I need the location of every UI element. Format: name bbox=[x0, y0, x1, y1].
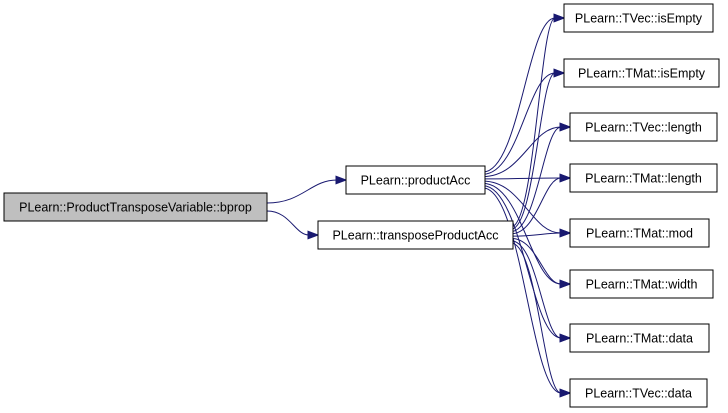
edge-bprop-to-productAcc bbox=[266, 175, 348, 204]
edge-productAcc-to-tmat_isEmpty bbox=[482, 68, 566, 175]
node-productAcc[interactable]: PLearn::productAcc bbox=[345, 165, 486, 195]
node-tmat-isEmpty[interactable]: PLearn::TMat::isEmpty bbox=[563, 58, 720, 88]
edge-transposeProductAcc-to-tmat_width bbox=[510, 237, 572, 289]
node-tmat-data[interactable]: PLearn::TMat::data bbox=[569, 323, 710, 353]
node-tvec-data[interactable]: PLearn::TVec::data bbox=[569, 378, 708, 408]
edge-transposeProductAcc-to-tmat_length bbox=[510, 173, 572, 235]
edge-bprop-to-transposeProductAcc bbox=[266, 210, 320, 240]
edge-productAcc-to-tvec_length bbox=[482, 122, 572, 178]
node-tvec-length[interactable]: PLearn::TVec::length bbox=[569, 112, 718, 142]
node-tmat-width[interactable]: PLearn::TMat::width bbox=[569, 269, 714, 299]
node-tmat-length[interactable]: PLearn::TMat::length bbox=[569, 163, 718, 193]
edge-productAcc-to-tvec_data bbox=[482, 187, 572, 398]
node-transposeProductAcc[interactable]: PLearn::transposeProductAcc bbox=[317, 220, 514, 250]
edge-transposeProductAcc-to-tvec_data bbox=[510, 242, 572, 398]
node-tmat-mod[interactable]: PLearn::TMat::mod bbox=[569, 218, 710, 248]
node-tvec-isEmpty[interactable]: PLearn::TVec::isEmpty bbox=[563, 3, 714, 33]
node-bprop[interactable]: PLearn::ProductTransposeVariable::bprop bbox=[3, 192, 268, 222]
node-label-tmat-isEmpty: PLearn::TMat::isEmpty bbox=[578, 67, 706, 81]
node-label-productAcc: PLearn::productAcc bbox=[361, 174, 471, 188]
node-label-transposeProductAcc: PLearn::transposeProductAcc bbox=[332, 229, 498, 243]
node-label-tmat-width: PLearn::TMat::width bbox=[586, 278, 698, 292]
edge-transposeProductAcc-to-tmat_data bbox=[510, 240, 572, 343]
node-label-bprop: PLearn::ProductTransposeVariable::bprop bbox=[19, 201, 252, 215]
edge-transposeProductAcc-to-tmat_mod bbox=[510, 228, 572, 238]
node-label-tvec-length: PLearn::TVec::length bbox=[585, 121, 702, 135]
node-label-tvec-data: PLearn::TVec::data bbox=[585, 387, 692, 401]
node-label-tmat-mod: PLearn::TMat::mod bbox=[586, 227, 693, 241]
edge-productAcc-to-tmat_length bbox=[482, 173, 572, 183]
edge-transposeProductAcc-to-tmat_isEmpty bbox=[510, 68, 566, 230]
edge-transposeProductAcc-to-tvec_isEmpty bbox=[510, 13, 566, 228]
node-label-tmat-length: PLearn::TMat::length bbox=[585, 172, 702, 186]
edges-layer bbox=[266, 13, 572, 398]
node-label-tvec-isEmpty: PLearn::TVec::isEmpty bbox=[575, 12, 703, 26]
edge-transposeProductAcc-to-tvec_length bbox=[510, 122, 572, 233]
edge-productAcc-to-tvec_isEmpty bbox=[482, 13, 566, 173]
node-label-tmat-data: PLearn::TMat::data bbox=[586, 332, 693, 346]
